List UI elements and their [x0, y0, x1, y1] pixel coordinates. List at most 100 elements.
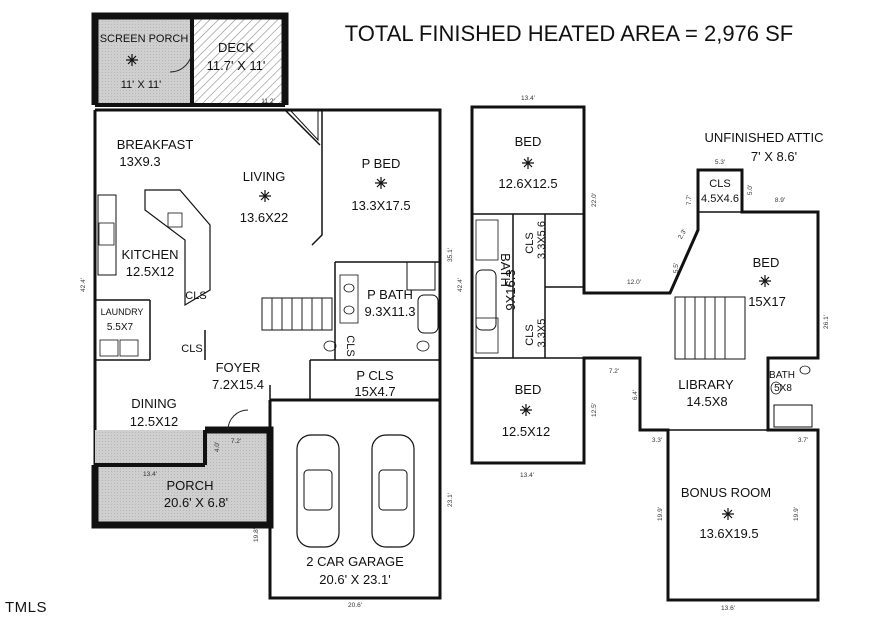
dimension-label: 5.5' [673, 263, 680, 273]
screen-porch-area [95, 16, 192, 105]
dimension-label: 42.4' [457, 278, 464, 292]
dimension-label: 12.0' [627, 279, 641, 286]
laundry-size: 5.5X7 [107, 322, 134, 333]
dryer-icon [119, 339, 139, 357]
dimension-label: 7.2' [609, 368, 619, 375]
attic-size: 7' X 8.6' [751, 149, 797, 164]
fireplace [288, 109, 319, 142]
garage-size: 20.6' X 23.1' [319, 572, 390, 587]
dimension-label: 13.6' [721, 605, 735, 612]
ceiling-fan-icon [522, 157, 534, 169]
foyer-size: 7.2X15.4 [212, 377, 264, 392]
ceiling-fan-icon [759, 275, 771, 287]
bath-small-label: BATH [769, 370, 795, 381]
porch-size: 20.6' X 6.8' [164, 495, 228, 510]
kitchen-cls-label: CLS [185, 290, 206, 302]
dining-size: 12.5X12 [130, 414, 178, 429]
bed-lower-size: 12.5X12 [502, 424, 550, 439]
dimension-label: 35.1' [447, 248, 454, 262]
door-swing [169, 49, 193, 73]
dimension-label: 8.9' [775, 197, 785, 204]
pbath-label: P BATH [367, 287, 413, 302]
dimension-label: 19.9' [657, 507, 664, 521]
washer-icon [99, 339, 119, 357]
pcls-label: P CLS [356, 368, 394, 383]
dimension-label: 23.1' [447, 493, 454, 507]
dimension-label: 11.2' [261, 98, 274, 105]
vanity-icon [475, 317, 499, 354]
bed-upper-label: BED [515, 134, 542, 149]
toilet-icon [416, 340, 430, 352]
tub-icon [773, 404, 813, 428]
deck-label: DECK [218, 40, 254, 55]
door-swing [227, 409, 249, 431]
cls-b-size: 3.3X5 [536, 319, 548, 348]
dimension-label: 5.0' [747, 185, 754, 195]
dimension-label: 13.4' [521, 95, 535, 102]
stairs [261, 297, 333, 331]
sink-icon [799, 365, 811, 375]
sink-icon [167, 212, 183, 228]
car-icon [296, 434, 340, 548]
ceiling-fan-icon [722, 508, 734, 520]
library-label: LIBRARY [678, 377, 734, 392]
foyer-label: FOYER [216, 360, 261, 375]
ceiling-fan-icon [126, 54, 138, 66]
tub-icon [475, 269, 497, 331]
shower-icon [406, 261, 436, 291]
screen-porch-size: 11' X 11' [121, 79, 162, 91]
bed-upper-size: 12.6X12.5 [498, 176, 557, 191]
bath-small-size: 5X8 [774, 383, 792, 394]
stairs [674, 296, 746, 360]
attic-label: UNFINISHED ATTIC [705, 130, 824, 145]
pbed-wall [311, 110, 323, 246]
ceiling-fan-icon [259, 190, 271, 202]
car-icon [371, 434, 415, 548]
pbed-size: 13.3X17.5 [351, 198, 410, 213]
laundry-label: LAUNDRY [101, 307, 144, 317]
pcls-size: 15X4.7 [354, 384, 395, 399]
vanity-icon [475, 219, 499, 261]
kitchen-counter-left [97, 194, 117, 276]
dimension-label: 5.3' [715, 159, 725, 166]
bath-upper-label: BATH [498, 253, 513, 287]
kitchen-counter [144, 189, 211, 307]
ceiling-fan-icon [375, 177, 387, 189]
breakfast-size: 13X9.3 [119, 154, 160, 169]
bed-right-size: 15X17 [748, 294, 786, 309]
cls-a-size: 3.3X5.6 [536, 221, 548, 259]
library-size: 14.5X8 [686, 394, 727, 409]
screen-porch-label: SCREEN PORCH [100, 33, 189, 45]
pbath-size: 9.3X11.3 [364, 304, 415, 319]
dimension-label: 12.5' [591, 403, 598, 417]
watermark-logo: TMLS [5, 599, 48, 616]
dimension-label: 19.9' [793, 507, 800, 521]
toilet-icon [323, 340, 337, 352]
kitchen-label: KITCHEN [121, 247, 178, 262]
dimension-label: 22.0' [591, 193, 598, 207]
sink-icon [343, 305, 355, 315]
living-label: LIVING [243, 169, 286, 184]
bonus-size: 13.6X19.5 [699, 526, 758, 541]
dimension-label: 7.7' [686, 195, 693, 205]
page-title: TOTAL FINISHED HEATED AREA = 2,976 SF [345, 21, 794, 46]
foyer-cls-label: CLS [181, 343, 202, 355]
dimension-label: 3.3' [652, 437, 662, 444]
toilet-icon [770, 381, 782, 395]
cls-a-label: CLS [524, 232, 536, 253]
bath-upper-size: 9X16.3 [503, 269, 518, 310]
porch-area [95, 430, 270, 525]
dimension-label: 26.1' [823, 315, 830, 329]
dimension-label: 7.2' [231, 438, 241, 445]
ceiling-fan-icon [520, 404, 532, 416]
cls-b-label: CLS [524, 324, 536, 345]
bed-right-label: BED [753, 255, 780, 270]
attic-cls-label: CLS [709, 178, 730, 190]
dimension-label: 2.3' [677, 228, 688, 240]
bath-cls-label: CLS [344, 335, 356, 356]
dimension-label: 19.8' [253, 528, 260, 542]
vanity-icon [339, 274, 359, 324]
bed-lower-label: BED [515, 382, 542, 397]
dimension-label: 4.0' [214, 442, 221, 452]
